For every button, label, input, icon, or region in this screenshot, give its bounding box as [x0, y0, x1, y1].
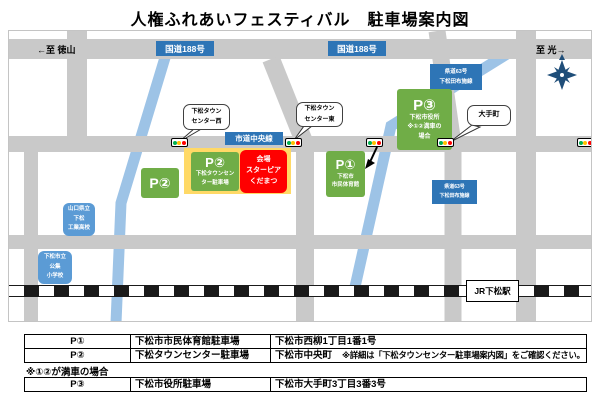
parking-p1-box: P① 下松市 市民体育館 [326, 151, 365, 197]
table-cell-no: P③ [70, 379, 85, 390]
elementary-school-box: 下松市立 公集 小学校 [38, 251, 72, 284]
bubble-towncenter-west: 下松タウン センター西 [183, 104, 230, 130]
full-parking-note: ※①②が満車の場合 [26, 367, 109, 378]
table-cell-name: 下松タウンセンター駐車場 [130, 348, 270, 362]
traffic-light-icon [437, 138, 454, 147]
parking-table-main: P① 下松市市民体育館駐車場 下松市西柳1丁目1番1号 P② 下松タウンセンター… [24, 334, 587, 363]
tech-high-school-box: 山口県立 下松 工業高校 [63, 203, 95, 236]
direction-tokuyama: ←至 徳山 [37, 45, 76, 55]
direction-hikari: 至 光→ [536, 45, 566, 55]
compass-icon [547, 54, 577, 90]
route188-label-west: 国道188号 [156, 41, 214, 56]
bubble-towncenter-east: 下松タウン センター東 [296, 102, 343, 127]
table-cell-address: 下松市中央町※詳細は「下松タウンセンター駐車場案内図」をご確認ください。 [270, 348, 586, 362]
venue-box: 会場 スターピア くだまつ [240, 150, 287, 193]
parking-p2-marker: P② [141, 168, 179, 198]
table-cell-no: P① [70, 336, 85, 347]
parking-table-overflow: P③ 下松市役所駐車場 下松市大手町3丁目3番3号 [24, 377, 587, 392]
table-cell-name: 下松市市民体育館駐車場 [130, 335, 270, 348]
river-west [110, 49, 173, 321]
pref-road-label-north: 県道63号 下松田布施線 [430, 64, 482, 90]
traffic-light-icon [285, 138, 302, 147]
pref-road-label-south: 県道63号 下松田布施線 [432, 180, 477, 204]
station-label: JR下松駅 [466, 280, 519, 302]
traffic-light-icon [366, 138, 383, 147]
parking-p2-box: P② 下松タウンセン ター駐車場 [191, 152, 239, 191]
route188-label-east: 国道188号 [328, 41, 386, 56]
chuo-road-label: 市道中央線 [225, 132, 283, 145]
page-title: 人権ふれあいフェスティバル 駐車場案内図 [130, 12, 470, 29]
traffic-light-icon [171, 138, 188, 147]
bubble-otemachi: 大手町 [467, 105, 511, 126]
p1-arrow-head [365, 159, 375, 169]
table-cell-no: P② [25, 348, 130, 362]
detail-note: ※詳細は「下松タウンセンター駐車場案内図」をご確認ください。 [342, 350, 585, 360]
map-area: ←至 徳山 至 光→ 国道188号 国道188号 市道中央線 県道63号 下松田… [8, 30, 592, 322]
traffic-light-icon [577, 138, 591, 147]
bubble-tail-otemachi [449, 124, 482, 143]
table-cell-address: 下松市大手町3丁目3番3号 [270, 378, 586, 391]
p1-arrow [369, 146, 378, 163]
table-cell-name: 下松市役所駐車場 [130, 378, 270, 391]
map-canvas [9, 31, 591, 321]
table-cell-address: 下松市西柳1丁目1番1号 [270, 335, 586, 348]
road-vert-center [262, 55, 314, 321]
